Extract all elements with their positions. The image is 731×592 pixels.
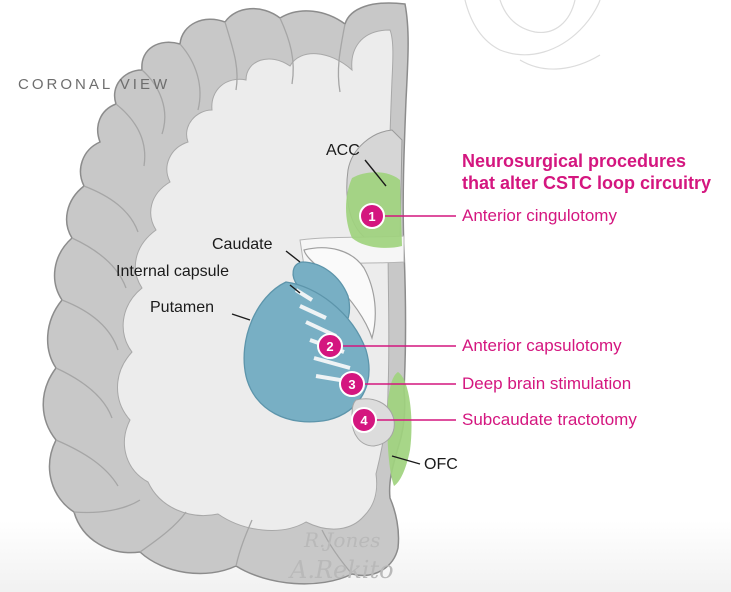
procedure-4-label: Subcaudate tractotomy — [462, 410, 637, 430]
procedure-1-label: Anterior cingulotomy — [462, 206, 617, 226]
marker-3-number: 3 — [348, 377, 355, 392]
marker-3: 3 — [340, 372, 364, 396]
marker-4-number: 4 — [360, 413, 368, 428]
artist-signature-2: A.Rekito — [290, 556, 394, 584]
marker-2-number: 2 — [326, 339, 333, 354]
artist-signature-1: R.Jones — [304, 528, 380, 552]
background-sketch — [465, 0, 600, 69]
procedures-heading-line2: that alter CSTC loop circuitry — [462, 172, 731, 194]
procedure-3-label: Deep brain stimulation — [462, 374, 631, 394]
procedures-heading: Neurosurgical procedures that alter CSTC… — [462, 150, 731, 194]
view-label: CORONAL VIEW — [18, 76, 170, 93]
internal-capsule-label: Internal capsule — [116, 263, 229, 281]
marker-4: 4 — [352, 408, 376, 432]
caudate-label: Caudate — [212, 236, 273, 254]
ofc-label: OFC — [424, 456, 458, 474]
putamen-label: Putamen — [150, 299, 214, 317]
procedures-heading-line1: Neurosurgical procedures — [462, 150, 731, 172]
acc-label: ACC — [326, 142, 360, 160]
marker-2: 2 — [318, 334, 342, 358]
marker-1: 1 — [360, 204, 384, 228]
marker-1-number: 1 — [368, 209, 375, 224]
procedure-2-label: Anterior capsulotomy — [462, 336, 622, 356]
